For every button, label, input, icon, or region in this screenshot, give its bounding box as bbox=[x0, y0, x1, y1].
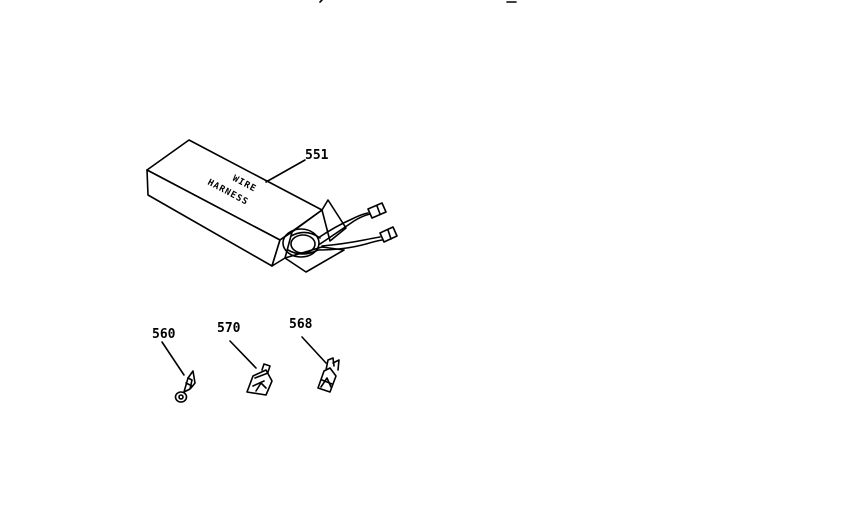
terminal-568: 568 bbox=[289, 317, 340, 393]
terminal-560: 560 bbox=[152, 327, 196, 403]
callout-551-label: 551 bbox=[305, 148, 329, 163]
callout-560-label: 560 bbox=[152, 327, 176, 342]
wire-harness-box: WIRE HARNESS bbox=[146, 139, 398, 273]
top-edge-marks bbox=[319, 0, 517, 3]
callout-551-leader bbox=[265, 159, 306, 183]
callout-551: 551 bbox=[265, 148, 329, 183]
callout-570-label: 570 bbox=[217, 321, 241, 336]
terminal-570: 570 bbox=[217, 321, 273, 396]
callout-568-label: 568 bbox=[289, 317, 313, 332]
